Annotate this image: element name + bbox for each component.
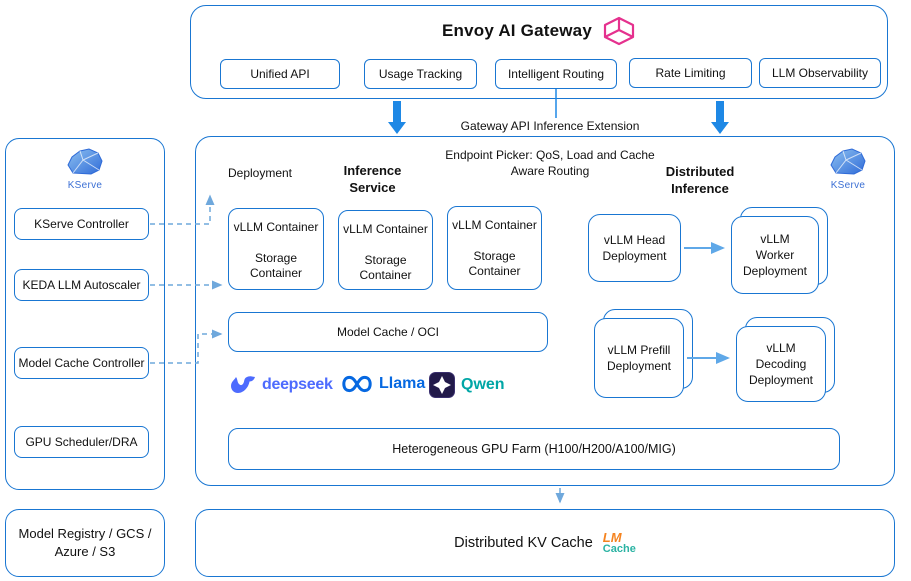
vllm-container-2-title: vLLM Container: [343, 222, 428, 236]
inference-service-label: Inference Service: [343, 163, 402, 195]
vllm-head-node: vLLM Head Deployment: [588, 214, 681, 282]
kserve-cloud-icon: [828, 146, 868, 178]
vllm-container-3-title: vLLM Container: [452, 218, 537, 232]
llama-label: Llama: [379, 375, 426, 392]
lmcache-logo: LM Cache: [603, 531, 636, 555]
gateway-api-extension-label: Gateway API Inference Extension: [460, 119, 640, 133]
envoy-logo-icon: [602, 16, 636, 46]
kserve-label-right: KServe: [830, 180, 866, 191]
vllm-worker-node: vLLM Worker Deployment: [731, 216, 819, 294]
keda-autoscaler-label: KEDA LLM Autoscaler: [22, 278, 141, 292]
model-cache-node: Model Cache / OCI: [228, 312, 548, 352]
vllm-head-label: vLLM Head Deployment: [602, 232, 667, 263]
vllm-worker-label: vLLM Worker Deployment: [742, 231, 808, 279]
deepseek-label: deepseek: [262, 376, 333, 393]
feature-unified-api: Unified API: [220, 59, 340, 89]
vllm-container-2-subtitle: Storage Container: [359, 253, 412, 282]
kv-cache-box: Distributed KV Cache LM Cache: [195, 509, 895, 577]
vllm-container-3-subtitle: Storage Container: [468, 249, 521, 278]
gateway-title-row: Envoy AI Gateway: [190, 16, 888, 46]
model-cache-label: Model Cache / OCI: [336, 325, 440, 339]
deepseek-logo: deepseek: [230, 374, 333, 396]
deepseek-icon: [230, 374, 256, 396]
feature-rate-limiting: Rate Limiting: [629, 58, 752, 88]
feature-intelligent-routing: Intelligent Routing: [495, 59, 617, 89]
gpu-farm-node: Heterogeneous GPU Farm (H100/H200/A100/M…: [228, 428, 840, 470]
gateway-down-arrow-left: [388, 101, 406, 134]
vllm-decoding-node: vLLM Decoding Deployment: [736, 326, 826, 402]
feature-llm-observability-label: LLM Observability: [771, 66, 869, 80]
sidebar-item-keda-autoscaler: KEDA LLM Autoscaler: [14, 269, 149, 301]
kserve-logo-right: KServe: [820, 146, 876, 191]
feature-unified-api-label: Unified API: [250, 67, 310, 81]
kserve-controller-label: KServe Controller: [34, 217, 129, 231]
llama-logo: Llama: [341, 374, 425, 394]
lmcache-lm-text: LM: [602, 530, 622, 545]
gpu-farm-label: Heterogeneous GPU Farm (H100/H200/A100/M…: [392, 442, 676, 456]
qwen-label: Qwen: [461, 376, 505, 393]
kserve-logo-left: KServe: [57, 146, 113, 191]
feature-usage-tracking-label: Usage Tracking: [378, 67, 463, 81]
vllm-decoding-label: vLLM Decoding Deployment: [748, 340, 814, 388]
vllm-container-1-title: vLLM Container: [233, 220, 319, 234]
feature-intelligent-routing-label: Intelligent Routing: [507, 67, 605, 81]
vllm-container-1-subtitle: Storage Container: [249, 251, 303, 280]
endpoint-picker-label: Endpoint Picker: QoS, Load and Cache Awa…: [445, 148, 655, 178]
kv-cache-label: Distributed KV Cache: [454, 535, 593, 551]
distributed-inference-label: Distributed Inference: [665, 164, 735, 196]
model-registry-label: Model Registry / GCS / Azure / S3: [18, 525, 152, 559]
sidebar-item-model-cache-controller: Model Cache Controller: [14, 347, 149, 379]
kserve-cloud-icon: [65, 146, 105, 178]
qwen-icon: [429, 372, 455, 398]
feature-usage-tracking: Usage Tracking: [364, 59, 477, 89]
sidebar-item-kserve-controller: KServe Controller: [14, 208, 149, 240]
inference-main-box: [195, 136, 895, 486]
model-cache-controller-label: Model Cache Controller: [18, 356, 145, 370]
deployment-label: Deployment: [227, 166, 293, 180]
model-registry-box: Model Registry / GCS / Azure / S3: [5, 509, 165, 577]
gpu-scheduler-label: GPU Scheduler/DRA: [25, 435, 138, 449]
meta-infinity-icon: [341, 374, 373, 394]
qwen-logo: Qwen: [429, 372, 505, 398]
vllm-prefill-label: vLLM Prefill Deployment: [606, 342, 672, 373]
feature-rate-limiting-label: Rate Limiting: [655, 66, 726, 80]
gateway-title: Envoy AI Gateway: [442, 21, 592, 40]
vllm-container-node-3: vLLM Container Storage Container: [447, 206, 542, 290]
gateway-down-arrow-right: [711, 101, 729, 134]
kserve-label-left: KServe: [67, 180, 103, 191]
sidebar-item-gpu-scheduler: GPU Scheduler/DRA: [14, 426, 149, 458]
feature-llm-observability: LLM Observability: [759, 58, 881, 88]
vllm-container-node-1: vLLM Container Storage Container: [228, 208, 324, 290]
vllm-container-node-2: vLLM Container Storage Container: [338, 210, 433, 290]
vllm-prefill-node: vLLM Prefill Deployment: [594, 318, 684, 398]
kv-cache-row: Distributed KV Cache LM Cache: [196, 510, 894, 576]
lmcache-cache-text: Cache: [602, 543, 636, 555]
